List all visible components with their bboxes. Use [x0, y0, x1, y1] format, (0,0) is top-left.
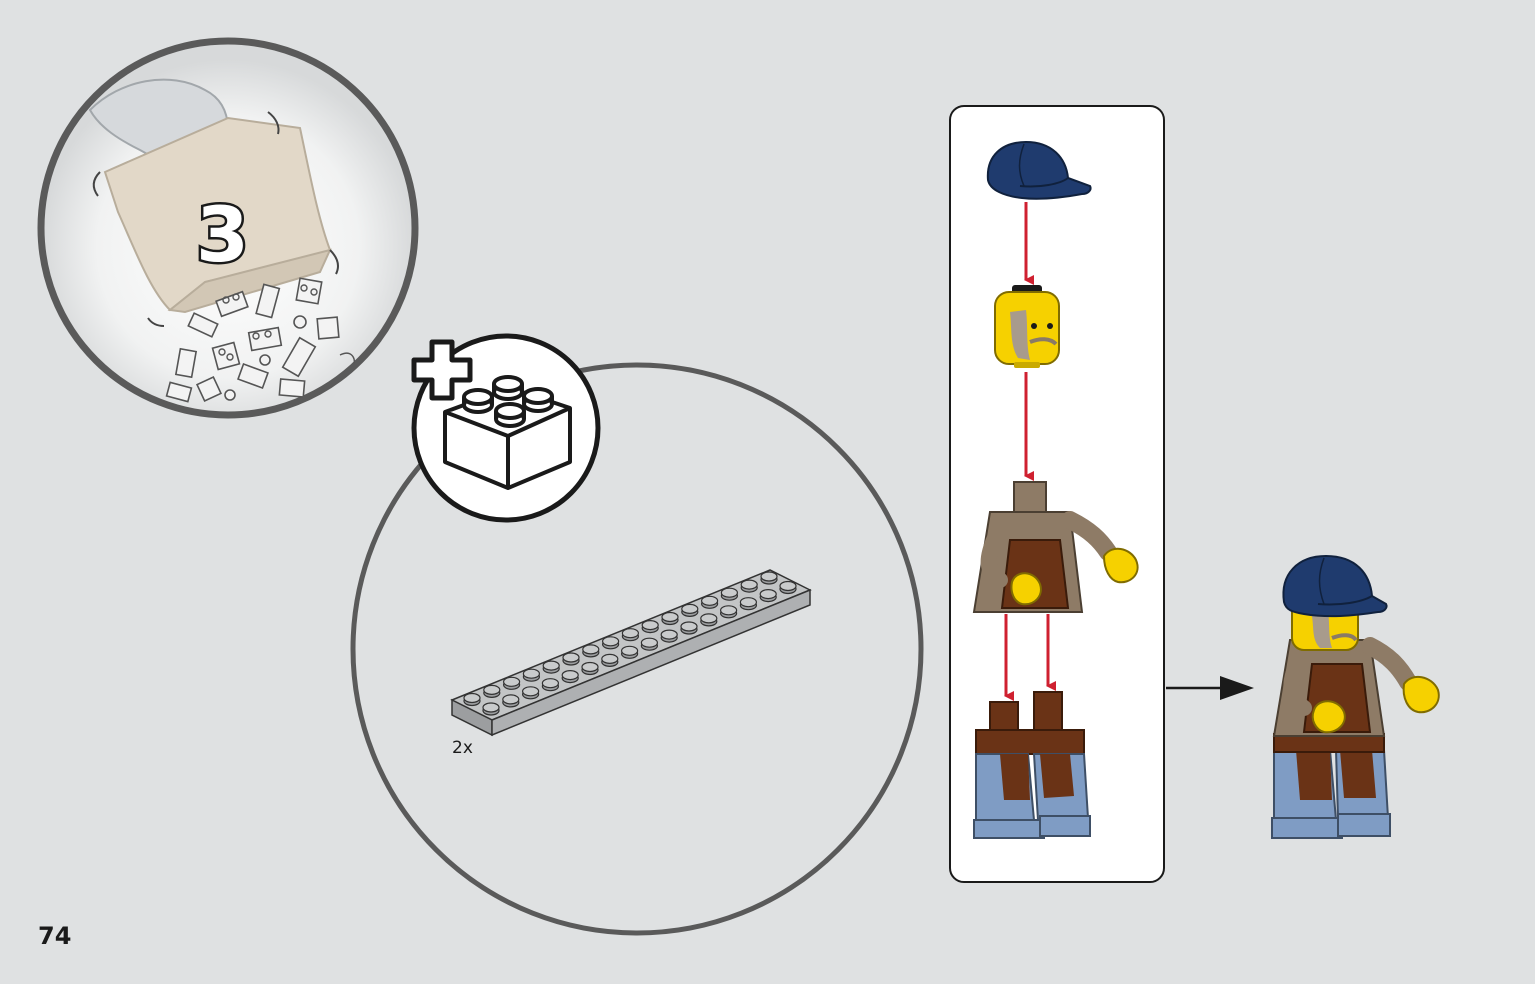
plate-stud [601, 653, 619, 668]
plate-stud [522, 668, 541, 682]
plate-stud [503, 676, 521, 690]
plate-stud [760, 571, 778, 585]
plate-stud [740, 579, 758, 593]
plate-stud [601, 636, 620, 650]
part-quantity-label: 2x [452, 738, 473, 758]
plate-2x16 [450, 569, 812, 737]
plate-stud [502, 694, 520, 708]
plate-stud [681, 603, 699, 618]
page-number: 74 [38, 922, 72, 950]
plate-stud [720, 587, 739, 601]
plate-stud [483, 684, 501, 699]
plate-stud [620, 645, 639, 659]
plate-stud [521, 686, 540, 700]
plate-studs [463, 571, 797, 716]
torso-part [972, 481, 1139, 613]
plate-stud [700, 613, 718, 627]
minifig-assembly-panel [949, 105, 1165, 883]
plate-stud [621, 628, 640, 642]
plate-stud [541, 678, 560, 692]
plate-stud [759, 588, 777, 603]
plate-stud [542, 660, 560, 674]
result-arrow [1166, 676, 1254, 700]
plate-stud [661, 611, 679, 626]
plate-stud [779, 580, 797, 595]
bag-number: 3 [194, 188, 252, 282]
head-part [994, 285, 1060, 368]
plate-stud [582, 644, 600, 658]
plate-stud [719, 605, 738, 619]
cap-part [986, 140, 1092, 200]
legs-part [973, 691, 1091, 839]
assembled-minifigure [1271, 554, 1440, 839]
plate-stud [700, 595, 719, 609]
plate-stud [660, 629, 678, 643]
plate-stud [739, 597, 758, 611]
plate-stud [641, 619, 659, 634]
add-parts-icon [411, 333, 601, 523]
plate-stud [561, 669, 579, 684]
plate-stud [640, 637, 659, 651]
plate-stud [581, 661, 599, 676]
plate-stud [463, 692, 481, 707]
plate-stud [482, 702, 500, 716]
parts-callout [350, 362, 924, 936]
bag-open-icon [88, 78, 356, 403]
plate-stud [680, 621, 698, 635]
plate-stud [562, 652, 580, 666]
bag-callout [37, 37, 419, 419]
